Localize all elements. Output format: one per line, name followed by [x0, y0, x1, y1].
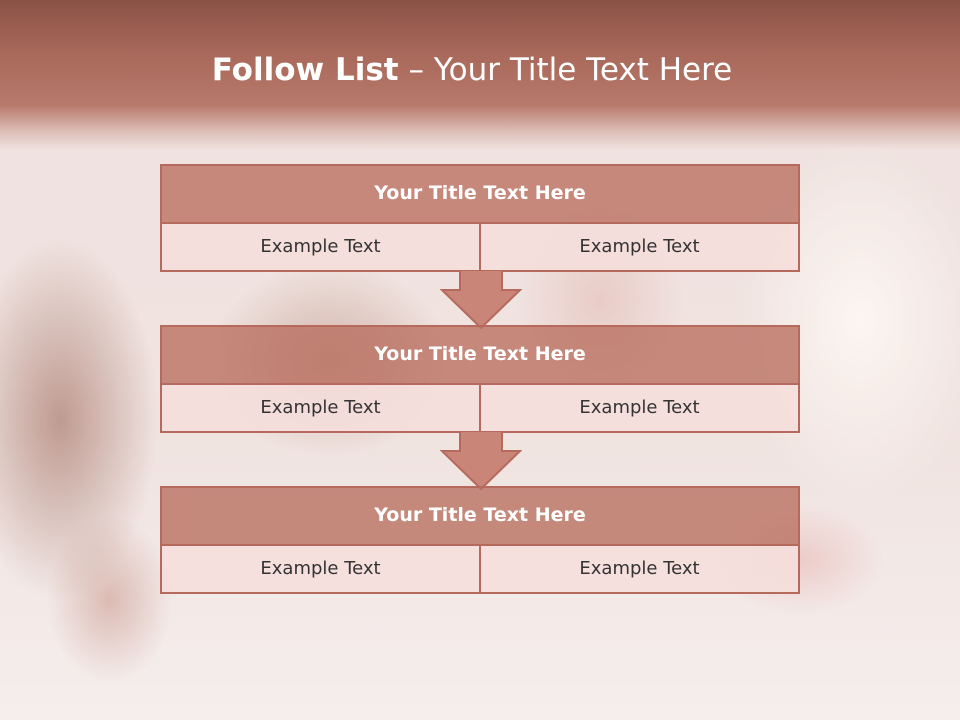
step-text-right: Example Text [479, 385, 798, 431]
step-text-left: Example Text [260, 397, 381, 418]
slide-title-bold: Follow List [211, 52, 399, 88]
step-row: Example Text Example Text [162, 385, 798, 431]
header-band [0, 0, 960, 150]
down-arrow-icon [440, 431, 522, 491]
step-row: Example Text Example Text [162, 224, 798, 270]
slide-title-rest: – Your Title Text Here [398, 52, 733, 88]
step-text-left: Example Text [260, 558, 381, 579]
step-text-right: Example Text [479, 224, 798, 270]
down-arrow-icon [440, 270, 522, 330]
step-box-3: Your Title Text Here Example Text Exampl… [160, 486, 800, 594]
step-box-2: Your Title Text Here Example Text Exampl… [160, 325, 800, 433]
step-text-right: Example Text [479, 546, 798, 592]
step-title: Your Title Text Here [162, 488, 798, 546]
step-title: Your Title Text Here [162, 166, 798, 224]
step-title: Your Title Text Here [162, 327, 798, 385]
step-row: Example Text Example Text [162, 546, 798, 592]
step-text-left: Example Text [260, 236, 381, 257]
step-box-1: Your Title Text Here Example Text Exampl… [160, 164, 800, 272]
slide-title: Follow List – Your Title Text Here [0, 52, 944, 88]
